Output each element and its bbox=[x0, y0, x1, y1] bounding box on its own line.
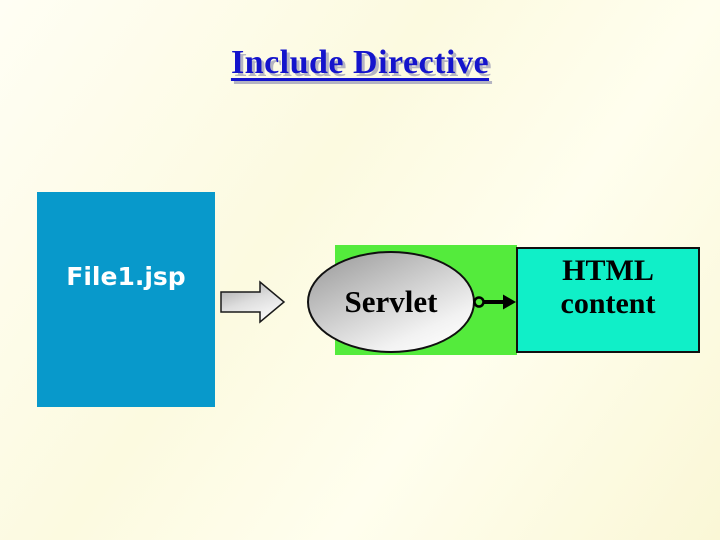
right-block-arrow-icon bbox=[220, 280, 286, 324]
file1-jsp-label: File1.jsp bbox=[66, 262, 186, 291]
html-content-box: HTML content bbox=[516, 247, 700, 353]
servlet-label: Servlet bbox=[344, 284, 438, 319]
connector-arrow-icon bbox=[473, 294, 516, 310]
html-content-line1: HTML bbox=[562, 254, 654, 287]
file1-jsp-box: File1.jsp bbox=[37, 192, 215, 407]
servlet-ellipse: Servlet bbox=[307, 251, 475, 353]
html-content-line2: content bbox=[560, 287, 656, 320]
slide-title: Include Directive bbox=[230, 44, 490, 81]
